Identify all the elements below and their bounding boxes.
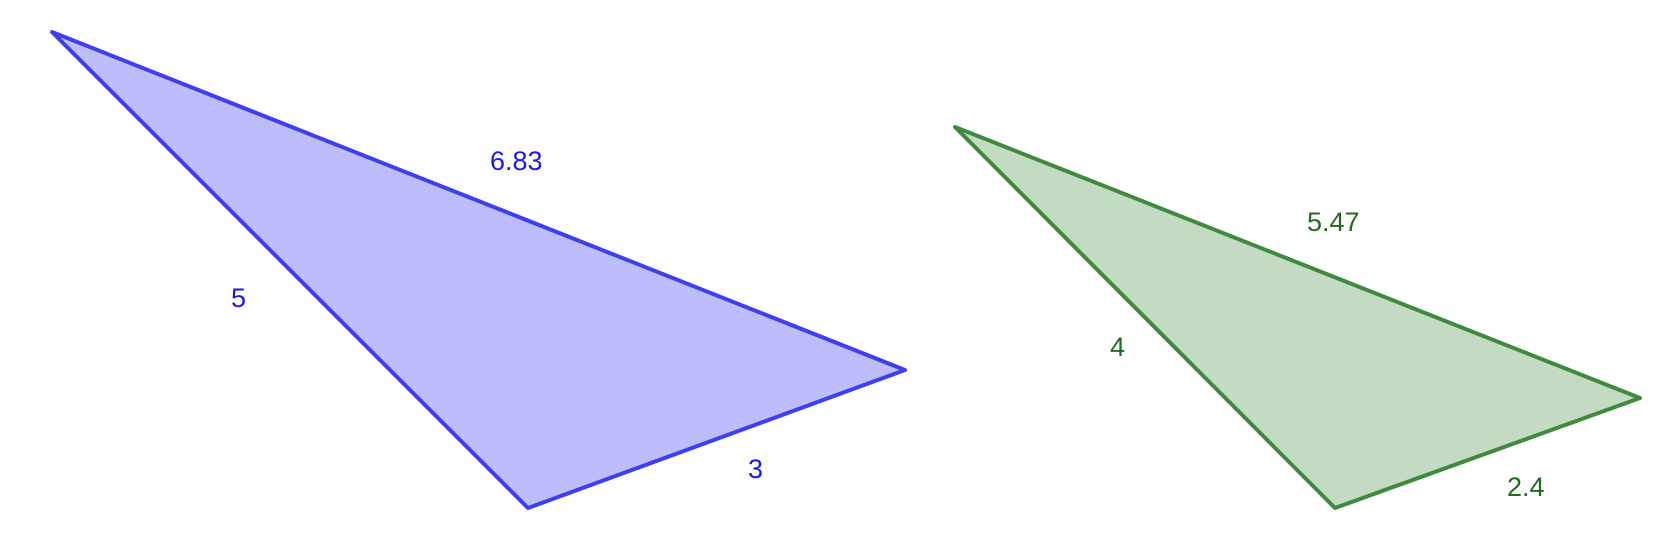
blue-side-label-left: 5 (231, 283, 246, 313)
green-side-label-left: 4 (1110, 332, 1125, 362)
green-side-label-top: 5.47 (1307, 207, 1360, 237)
blue-side-label-top: 6.83 (490, 146, 543, 176)
blue-side-label-bottom: 3 (748, 454, 763, 484)
blue-triangle: 6.83 5 3 (50, 30, 907, 510)
green-triangle: 5.47 4 2.4 (953, 125, 1642, 510)
green-side-label-bottom: 2.4 (1507, 472, 1545, 502)
green-triangle-shape (953, 125, 1642, 510)
blue-triangle-shape (50, 30, 907, 510)
